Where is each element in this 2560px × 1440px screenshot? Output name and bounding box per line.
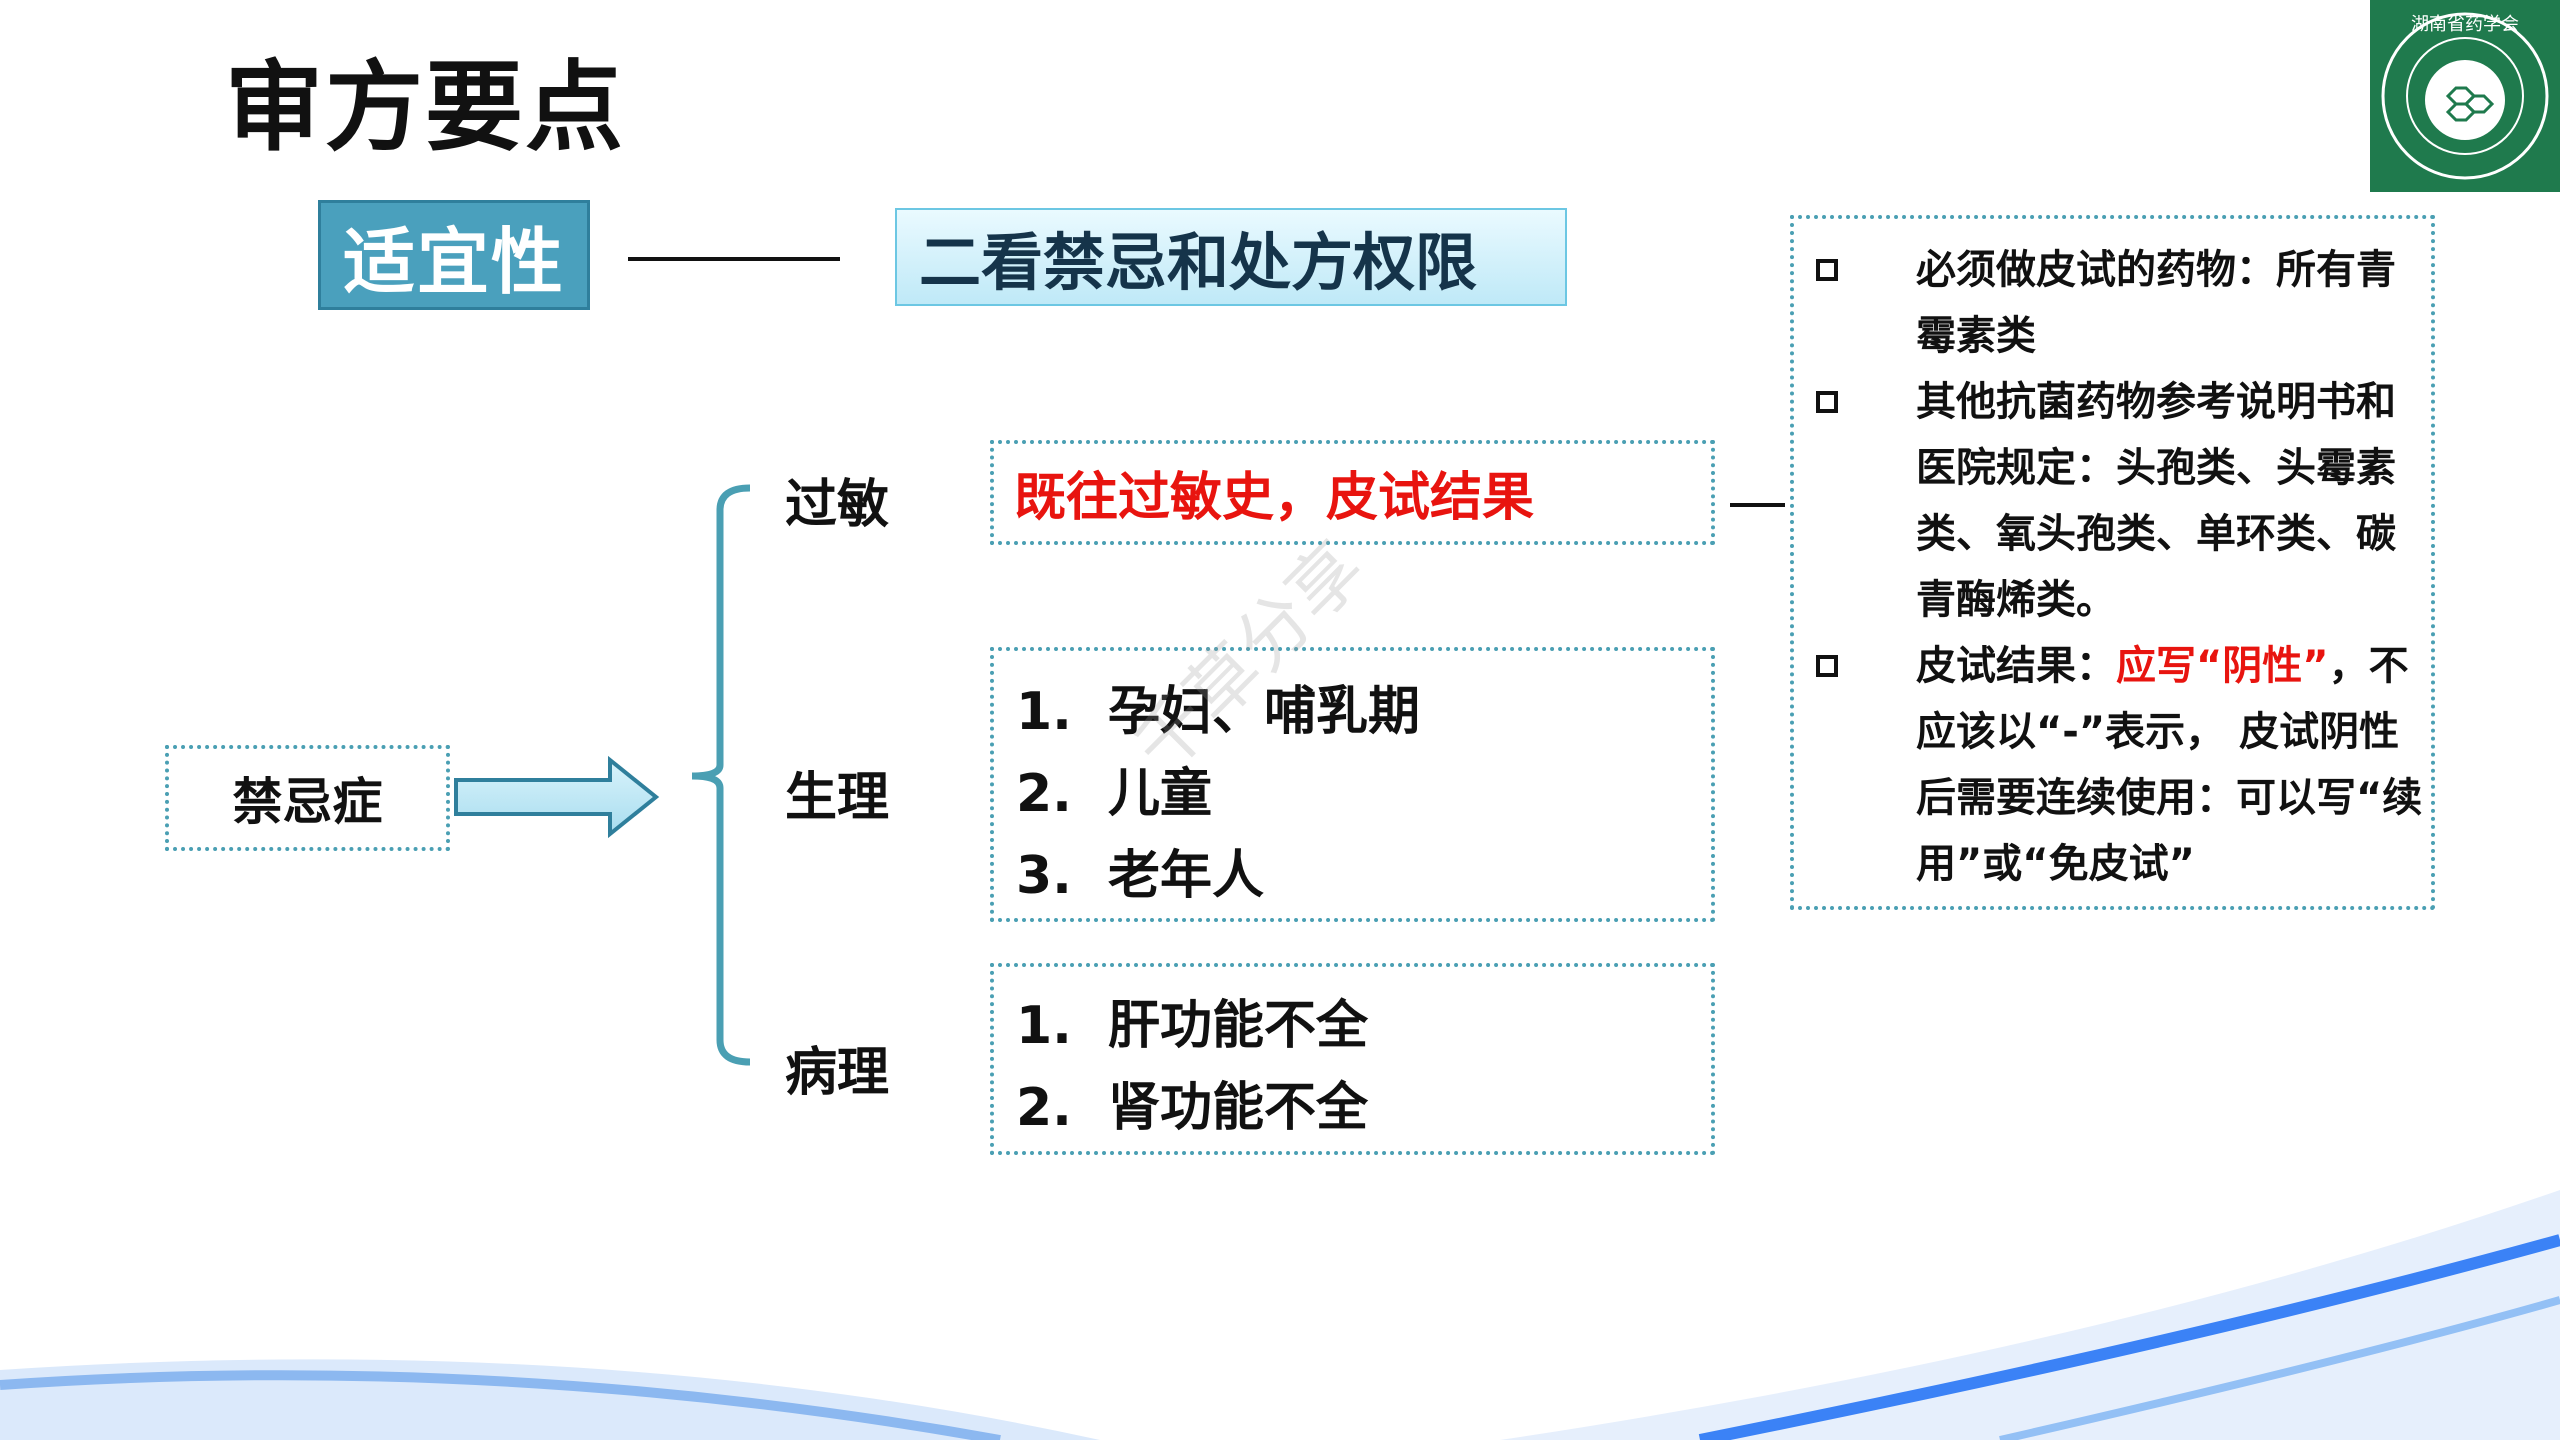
slide-title: 审方要点 <box>225 51 626 165</box>
contraindication-label: 禁忌症 <box>232 773 383 831</box>
suitability-tag: 适宜性 <box>318 200 590 310</box>
list-item: 2.儿童 <box>1016 764 1213 824</box>
allergy-connector <box>1730 503 1785 507</box>
checkbox-bullet-icon <box>1816 391 1838 413</box>
topic-text: 二看禁忌和处方权限 <box>919 226 1478 299</box>
topic-heading: 二看禁忌和处方权限 <box>895 208 1567 306</box>
pathology-box: 1.肝功能不全 2.肾功能不全 <box>990 963 1715 1155</box>
note-item: 皮试结果：应写“阴性”，不应该以“-”表示， 皮试阴性后需要连续使用：可以写“续… <box>1816 633 2431 897</box>
category-allergy: 过敏 <box>785 475 890 535</box>
decorative-wave <box>0 1190 2560 1440</box>
allergy-text: 既往过敏史，皮试结果 <box>1014 468 1535 528</box>
logo-text: 湖南省药学会 <box>2411 14 2519 35</box>
note-item: 必须做皮试的药物：所有青霉素类 <box>1816 237 2431 369</box>
list-item: 1.孕妇、哺乳期 <box>1016 682 1421 742</box>
list-item: 2.肾功能不全 <box>1016 1078 1369 1138</box>
connector-line <box>628 257 840 261</box>
brace-icon <box>691 484 751 1066</box>
allergy-box: 既往过敏史，皮试结果 <box>990 440 1715 545</box>
list-item: 3.老年人 <box>1016 846 1265 906</box>
skin-test-notes-box: 必须做皮试的药物：所有青霉素类 其他抗菌药物参考说明书和医院规定：头孢类、头霉素… <box>1790 215 2435 910</box>
right-arrow-icon <box>454 755 660 839</box>
checkbox-bullet-icon <box>1816 259 1838 281</box>
association-logo: 湖南省药学会 <box>2370 0 2560 192</box>
list-item: 1.肝功能不全 <box>1016 996 1369 1056</box>
note-item: 其他抗菌药物参考说明书和医院规定：头孢类、头霉素类、氧头孢类、单环类、碳青酶烯类… <box>1816 369 2431 633</box>
category-physiology: 生理 <box>785 768 890 828</box>
physiology-box: 1.孕妇、哺乳期 2.儿童 3.老年人 <box>990 647 1715 922</box>
contraindication-box: 禁忌症 <box>165 745 450 851</box>
checkbox-bullet-icon <box>1816 655 1838 677</box>
category-pathology: 病理 <box>785 1043 890 1103</box>
